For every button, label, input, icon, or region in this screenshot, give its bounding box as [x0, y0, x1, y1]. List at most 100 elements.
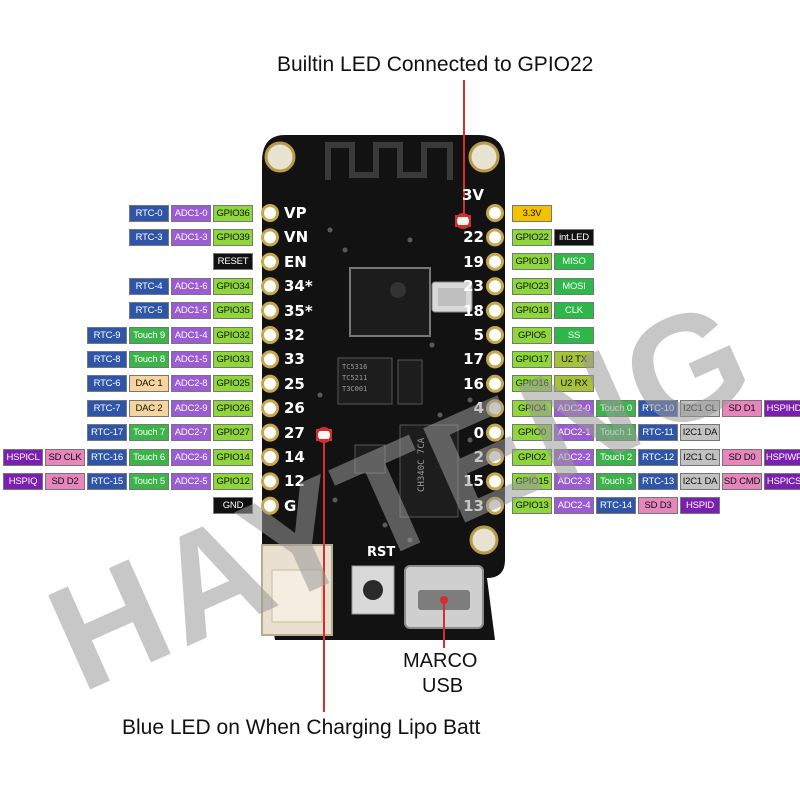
- pin-tag-power: 3.3V: [512, 204, 552, 222]
- left-pin-label: VN: [284, 228, 309, 247]
- builtin-led-caption: Builtin LED Connected to GPIO22: [277, 53, 594, 76]
- pin-tag-adc: ADC1-6: [171, 277, 211, 295]
- pcb-via: [332, 497, 338, 503]
- pin-tag-gpio: GPIO2: [512, 448, 552, 466]
- pin-tag-hspi: HSPICL: [3, 448, 43, 466]
- pcb-via: [437, 412, 443, 418]
- right-header-pin: [486, 448, 504, 466]
- pin-tag-i2c: I2C1 CL: [680, 448, 720, 466]
- left-header-pin: [261, 374, 279, 393]
- pin-tag-black: RESET: [213, 253, 253, 271]
- pin-tag-func: SS: [554, 326, 594, 344]
- pin-tag-touch: Touch 0: [596, 399, 636, 417]
- usb-caption-line1: MARCO: [403, 650, 478, 672]
- left-header-pin: [261, 423, 279, 442]
- pin-tag-touch: Touch 9: [129, 326, 169, 344]
- pin-tag-adc: ADC1-4: [171, 326, 211, 344]
- pin-tag-hspi: HSPIQ: [3, 472, 43, 490]
- pin-tag-func: CLK: [554, 302, 594, 320]
- right-header-pin: [486, 496, 504, 515]
- pin-tag-sd: SD D0: [722, 448, 762, 466]
- pin-tag-i2c: I2C1 DA: [680, 472, 720, 490]
- pin-tag-gpio: GPIO25: [213, 375, 253, 393]
- pin-tag-gpio: GPIO26: [213, 399, 253, 417]
- pin-tag-gpio: GPIO23: [512, 277, 552, 295]
- left-header-pin: [261, 496, 279, 515]
- pin-tag-rtc: RTC-4: [129, 277, 169, 295]
- pcb-via: [407, 537, 413, 543]
- pin-tag-black: int.LED: [554, 228, 594, 246]
- pin-tag-adc: ADC2-4: [554, 497, 594, 515]
- right-header-pin: [486, 374, 504, 393]
- pin-tag-func: MISO: [554, 253, 594, 271]
- pin-tag-rtc: RTC-8: [87, 350, 127, 368]
- pin-tag-hspi: HSPIWP: [764, 448, 800, 466]
- pin-tag-gpio: GPIO12: [213, 472, 253, 490]
- pin-tag-adc: ADC2-8: [171, 375, 211, 393]
- left-pin-label: 34*: [284, 277, 313, 296]
- pin-tag-sd: SD D3: [638, 497, 678, 515]
- pcb-via: [342, 247, 348, 253]
- usb-caption-line2: USB: [422, 675, 464, 697]
- pin-tag-gpio: GPIO0: [512, 424, 552, 442]
- pin-tag-rtc: RTC-5: [129, 302, 169, 320]
- pin-tag-gpio: GPIO32: [213, 326, 253, 344]
- pcb-traces: [317, 227, 473, 543]
- ldo-chip: [337, 357, 393, 405]
- pcb-via: [467, 437, 473, 443]
- pin-tag-gpio: GPIO34: [213, 277, 253, 295]
- pin-tag-black: GND: [213, 497, 253, 515]
- pin-tag-gpio: GPIO19: [512, 253, 552, 271]
- left-pin-label: VP: [284, 204, 307, 222]
- right-header-pin: [486, 204, 504, 222]
- pin-tag-rtc: RTC-13: [638, 472, 678, 490]
- left-header-pin: [261, 472, 279, 491]
- pin-tag-adc: ADC2-3: [554, 472, 594, 490]
- right-pin-label: 17: [463, 350, 484, 369]
- pin-tag-rtc: RTC-7: [87, 399, 127, 417]
- ldo-marking-line: TC5211: [342, 374, 368, 382]
- pin-tag-adc: ADC1-0: [171, 204, 211, 222]
- pcb-via: [429, 342, 435, 348]
- pin-tag-touch: Touch 8: [129, 350, 169, 368]
- mount-hole-top-right: [468, 141, 500, 173]
- pin-tag-rtc: RTC-3: [129, 228, 169, 246]
- right-header-pin: [486, 399, 504, 418]
- pcb-antenna: [325, 142, 453, 180]
- pin-tag-rtc: RTC-12: [638, 448, 678, 466]
- pcb-via: [317, 392, 323, 398]
- left-header-pin: [261, 252, 279, 271]
- right-pin-label: 3V: [461, 186, 484, 204]
- right-pin-label: 5: [473, 326, 484, 344]
- pin-tag-touch: Touch 3: [596, 472, 636, 490]
- pin-tag-adc: ADC1-3: [171, 228, 211, 246]
- left-pin-label: 14: [284, 448, 305, 466]
- pin-tag-gpio: GPIO35: [213, 302, 253, 320]
- pin-tag-touch: Touch 2: [596, 448, 636, 466]
- pin-tag-touch: Touch 7: [129, 424, 169, 442]
- right-header-pin: [486, 252, 504, 271]
- charge-led-caption: Blue LED on When Charging Lipo Batt: [122, 716, 481, 739]
- pin-tag-i2c: I2C1 CL: [680, 399, 720, 417]
- left-header-pin: [261, 448, 279, 466]
- pin-tag-sd: SD CMD: [722, 472, 762, 490]
- pcb-via: [327, 227, 333, 233]
- left-pin-label: 32: [284, 326, 305, 344]
- pin-tag-rtc: RTC-6: [87, 375, 127, 393]
- left-pin-label: 25: [284, 374, 305, 393]
- esp32-chip-dot: [390, 282, 406, 298]
- usb-serial-chip: [399, 424, 459, 518]
- pin-tag-gpio: GPIO4: [512, 399, 552, 417]
- pin-tag-sd: SD D1: [722, 399, 762, 417]
- crystal-can: [438, 288, 466, 306]
- pin-tag-sd: SD D2: [45, 472, 85, 490]
- left-pin-label: 27: [284, 423, 305, 442]
- pin-tag-adc: ADC2-9: [171, 399, 211, 417]
- pin-tag-adc: ADC2-2: [554, 448, 594, 466]
- left-pin-label: 26: [284, 399, 305, 418]
- pin-tag-hspi: HSPIHD: [764, 399, 800, 417]
- left-header-pin: [261, 350, 279, 369]
- pin-tag-gpio: GPIO33: [213, 350, 253, 368]
- right-pin-label: 2: [473, 448, 484, 466]
